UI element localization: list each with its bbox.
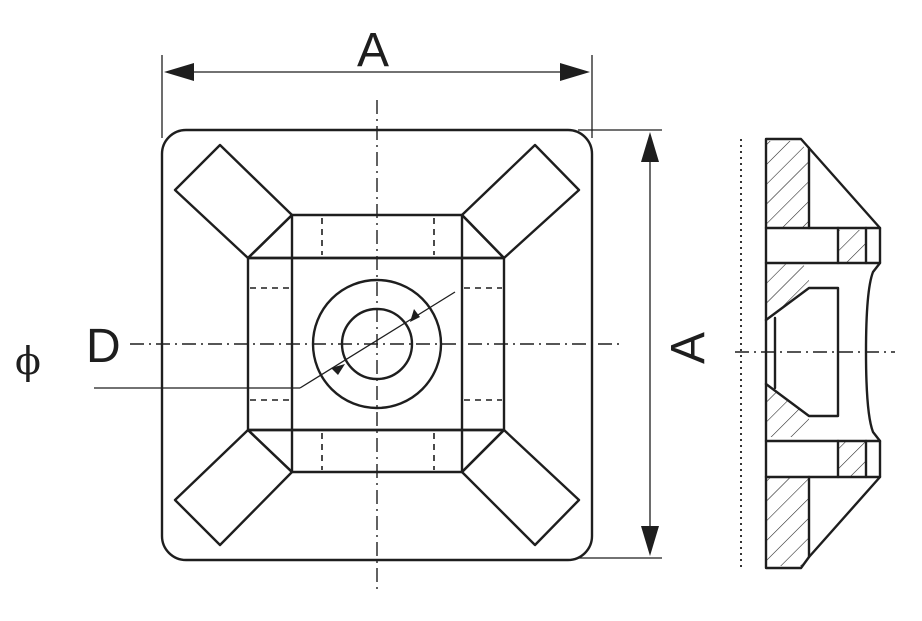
diameter-leader: [94, 291, 456, 389]
dimension-height: [578, 129, 662, 559]
hidden-lines-front: [250, 218, 502, 470]
diameter-symbol: ϕ: [15, 339, 41, 383]
slot-top-left: [173, 143, 294, 260]
height-dimension-label: A: [662, 332, 715, 364]
side-section-view: [735, 137, 895, 570]
dimension-width: [161, 55, 593, 138]
section-hatching: [766, 141, 866, 566]
diameter-label: D: [86, 320, 121, 373]
slot-bottom-left: [173, 428, 294, 547]
slot-bottom-right: [460, 428, 581, 547]
slot-top-right: [460, 143, 581, 260]
front-view: [94, 55, 662, 590]
width-dimension-label: A: [357, 24, 389, 77]
side-internal-lines: [764, 146, 882, 559]
